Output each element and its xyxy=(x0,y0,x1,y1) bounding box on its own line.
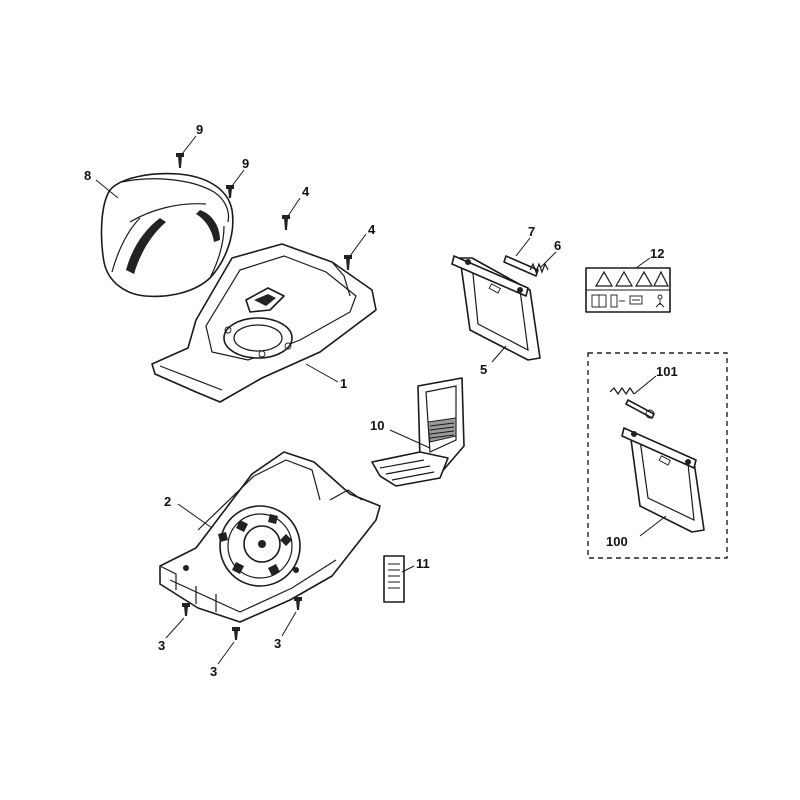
warning-triangle-icon xyxy=(594,270,614,287)
callout-7: 7 xyxy=(528,224,535,239)
part-101-spring-rod xyxy=(609,386,655,419)
screw-3c xyxy=(294,597,302,610)
read-manual-icon xyxy=(591,294,607,308)
callout-12: 12 xyxy=(650,246,664,261)
bystander-icon xyxy=(655,294,665,308)
disconnect-power-icon xyxy=(610,294,625,308)
warning-triangle-icon xyxy=(653,270,669,287)
part-1-housing-cover xyxy=(151,243,377,403)
callout-3a: 3 xyxy=(158,638,165,653)
screw-4a xyxy=(282,215,290,230)
callout-11: 11 xyxy=(416,556,430,571)
callout-4a: 4 xyxy=(302,184,310,199)
screw-9b xyxy=(226,185,234,198)
callout-1: 1 xyxy=(340,376,347,391)
callout-8: 8 xyxy=(84,168,91,183)
screw-3b xyxy=(232,627,240,640)
callout-5: 5 xyxy=(480,362,487,377)
warning-triangle-icon xyxy=(614,270,634,287)
warning-triangle-icon xyxy=(634,270,654,287)
callout-3c: 3 xyxy=(274,636,281,651)
part-6-spring xyxy=(529,262,549,274)
screw-9a xyxy=(176,153,184,168)
callout-2: 2 xyxy=(164,494,171,509)
part-8-cover xyxy=(100,172,234,298)
callout-6: 6 xyxy=(554,238,561,253)
callout-9b: 9 xyxy=(242,156,249,171)
callout-4b: 4 xyxy=(368,222,376,237)
callout-9a: 9 xyxy=(196,122,203,137)
screw-4b xyxy=(344,255,352,270)
leader-lines xyxy=(95,135,667,665)
screw-3a xyxy=(182,603,190,616)
part-10-grass-bag xyxy=(371,377,465,487)
part-100-flap-assembly xyxy=(621,427,705,533)
part-12-warning-label xyxy=(585,267,671,313)
callout-3b: 3 xyxy=(210,664,217,679)
callout-100: 100 xyxy=(606,534,628,549)
keep-distance-icon xyxy=(629,295,643,305)
callout-101: 101 xyxy=(656,364,678,379)
part-5-rear-flap xyxy=(451,255,541,361)
callout-10: 10 xyxy=(370,418,384,433)
callouts: 9 9 8 4 4 1 7 6 12 5 10 101 100 2 11 3 3… xyxy=(84,122,678,679)
part-7-hinge-rod xyxy=(503,255,539,277)
part-2-chassis xyxy=(159,451,381,623)
assembly-group-box xyxy=(587,352,728,559)
part-11-manual xyxy=(383,555,405,603)
